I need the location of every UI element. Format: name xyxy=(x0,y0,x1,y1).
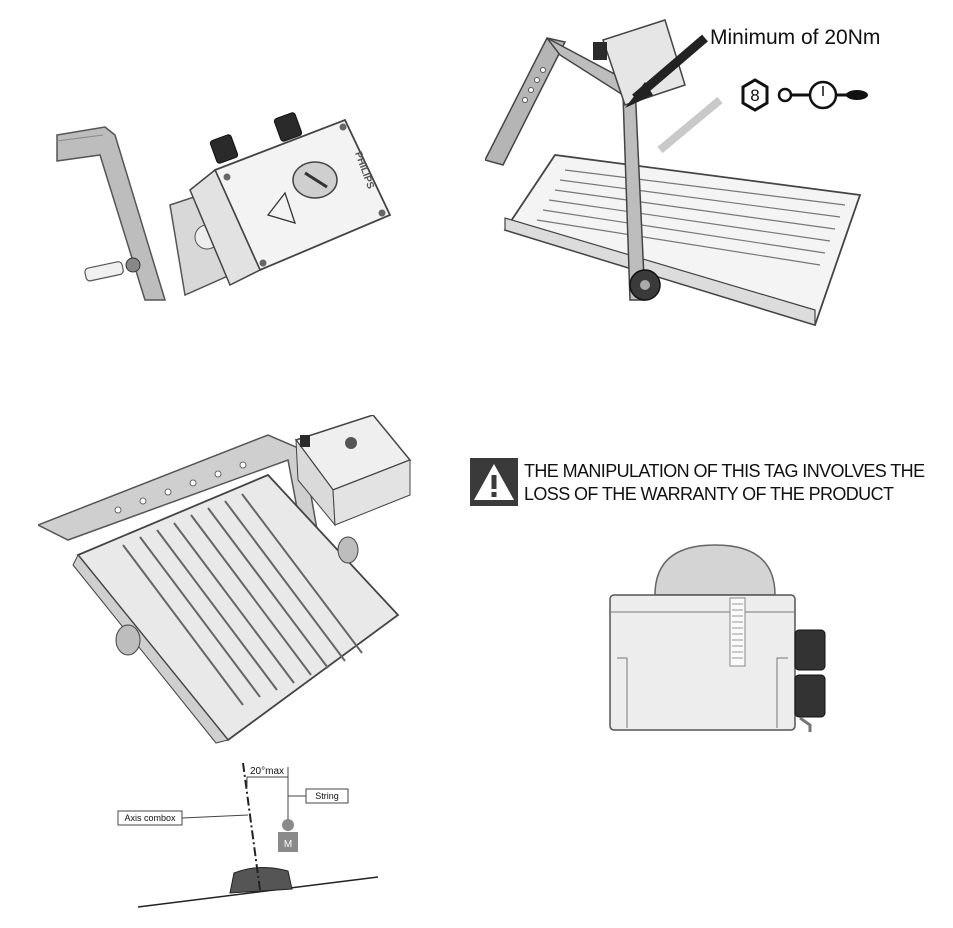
string-label: String xyxy=(315,791,339,801)
floodlight-combox-illustration xyxy=(38,415,412,744)
combox-tag-illustration xyxy=(609,544,826,732)
figure-tilt-diagram: M String Axis combox 20°max xyxy=(110,755,390,915)
figure-combox-attach: PHILIPS xyxy=(55,95,410,305)
angle-label: 20°max xyxy=(250,766,284,777)
warning-line-2: LOSS OF THE WARRANTY OF THE PRODUCT xyxy=(524,484,894,504)
tilt-diagram-illustration: M String Axis combox 20°max xyxy=(117,762,379,908)
hex-size-label: 8 xyxy=(750,86,759,105)
figure-combox-tag xyxy=(605,540,835,735)
axis-label: Axis combox xyxy=(124,813,176,823)
warning-icon xyxy=(470,458,518,506)
warning-line-1: THE MANIPULATION OF THIS TAG INVOLVES TH… xyxy=(524,461,925,481)
warning-notice: THE MANIPULATION OF THIS TAG INVOLVES TH… xyxy=(470,458,950,508)
torque-label: Minimum of 20Nm xyxy=(710,26,881,49)
figure-floodlight-combox xyxy=(38,415,413,745)
figure-torque-bracket: 8 Minimum of 20Nm xyxy=(485,10,885,330)
mass-label: M xyxy=(284,839,292,850)
torque-bracket-illustration: 8 xyxy=(485,19,868,327)
combox-attach-illustration: PHILIPS xyxy=(56,112,392,301)
